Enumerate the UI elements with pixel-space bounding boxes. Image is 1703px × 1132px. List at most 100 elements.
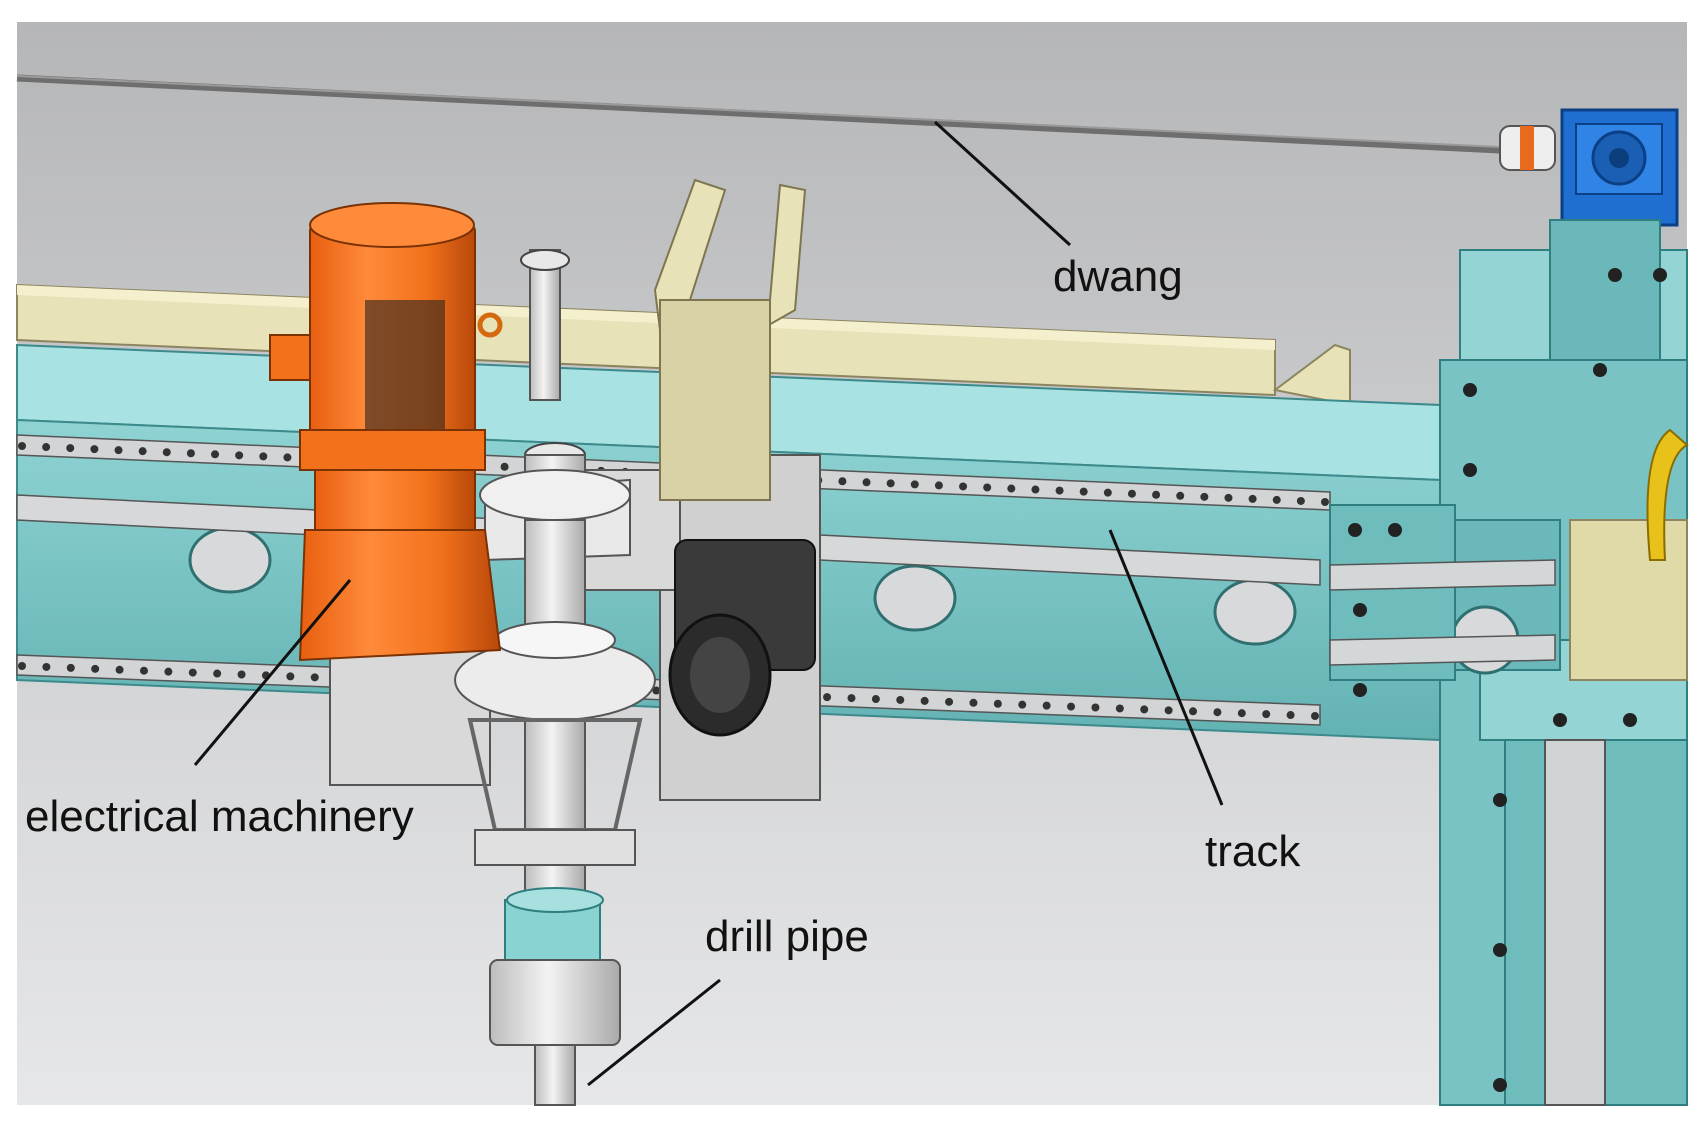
frame-bolt	[1608, 268, 1622, 282]
leader-line-electrical-machinery	[193, 579, 352, 766]
gearbox-blue	[1560, 108, 1679, 227]
rack-tooth	[1042, 701, 1051, 710]
frame-bolt	[1553, 713, 1567, 727]
frame-bolts	[1348, 268, 1667, 1092]
rack-tooth	[1213, 708, 1222, 717]
rack-tooth	[286, 672, 295, 681]
rack-tooth	[934, 481, 943, 490]
rack-tooth	[259, 452, 268, 461]
rack-tooth	[90, 445, 99, 454]
rack-tooth	[237, 670, 246, 679]
frame-bolt	[1493, 793, 1507, 807]
rack-tooth	[1262, 710, 1271, 719]
leader-line-drill-pipe	[587, 978, 721, 1087]
rack-tooth	[983, 483, 992, 492]
rack-tooth	[1296, 496, 1305, 505]
rack-tooth	[213, 669, 222, 678]
rack-tooth	[1286, 711, 1295, 720]
rack-tooth	[162, 448, 171, 457]
rack-tooth	[920, 696, 929, 705]
leader-line-dwang	[933, 120, 1072, 247]
rack-tooth	[1237, 709, 1246, 718]
rack-tooth	[1200, 492, 1209, 501]
frame-bolt	[1388, 523, 1402, 537]
right-column-frame	[1329, 219, 1689, 1106]
rack-tooth	[211, 450, 220, 459]
rack-tooth	[886, 479, 895, 488]
frame-bolt	[1353, 603, 1367, 617]
rack-tooth	[959, 482, 968, 491]
frame-bolt	[1623, 713, 1637, 727]
rack-tooth	[1189, 707, 1198, 716]
rack-tooth	[1248, 494, 1257, 503]
rack-tooth	[993, 699, 1002, 708]
dwang-rod	[16, 74, 1556, 171]
rack-tooth	[139, 666, 148, 675]
frame-bolt	[1593, 363, 1607, 377]
rack-tooth	[91, 664, 100, 673]
rack-tooth	[235, 451, 244, 460]
rack-tooth	[1067, 702, 1076, 711]
rack-tooth	[945, 697, 954, 706]
rack-tooth	[862, 478, 871, 487]
rack-tooth	[1272, 495, 1281, 504]
rack-tooth	[871, 695, 880, 704]
frame-bolt	[1463, 383, 1477, 397]
rack-tooth	[1079, 487, 1088, 496]
frame-bolt	[1353, 683, 1367, 697]
leader-lines	[193, 120, 1224, 1087]
rack-tooth	[500, 462, 509, 471]
frame-bolt	[1493, 1078, 1507, 1092]
rack-tooth	[1311, 712, 1319, 720]
rack-tooth	[1127, 489, 1136, 498]
rack-tooth	[66, 444, 75, 453]
rack-tooth	[164, 667, 173, 676]
rack-tooth	[283, 453, 292, 462]
rack-tooth	[652, 686, 661, 695]
rack-tooth	[310, 673, 319, 682]
rack-tooth	[1321, 498, 1329, 506]
rack-tooth	[138, 447, 147, 456]
rack-tooth	[18, 442, 26, 450]
side-motor	[668, 539, 816, 737]
rack-tooth	[1176, 491, 1185, 500]
frame-bolt	[1463, 463, 1477, 477]
rack-tooth	[1018, 700, 1027, 709]
rack-tooth	[1103, 488, 1112, 497]
rack-tooth	[188, 668, 197, 677]
label-track: track	[1205, 827, 1301, 876]
rack-tooth	[186, 449, 195, 458]
label-dwang: dwang	[1053, 252, 1183, 301]
rack-tooth	[66, 663, 75, 672]
rack-tooth	[1152, 490, 1161, 499]
rack-tooth	[847, 694, 856, 703]
rack-tooth	[1164, 706, 1173, 715]
rack-tooth	[1224, 493, 1233, 502]
orange-motor	[269, 202, 503, 662]
rack-tooth	[1091, 703, 1100, 712]
rack-tooth	[896, 695, 905, 704]
rack-tooth	[1007, 484, 1016, 493]
label-drill-pipe: drill pipe	[705, 912, 869, 961]
leader-line-track	[1108, 529, 1224, 806]
rack-tooth	[1115, 704, 1124, 713]
rack-tooth	[1031, 485, 1040, 494]
frame-bolt	[1653, 268, 1667, 282]
rack-tooth	[114, 446, 123, 455]
rack-tooth	[42, 443, 51, 452]
frame-bolt	[1493, 943, 1507, 957]
frame-bolt	[1348, 523, 1362, 537]
rack-tooth	[823, 693, 832, 702]
rack-tooth	[42, 662, 51, 671]
label-electrical-machinery: electrical machinery	[25, 792, 414, 841]
rack-tooth	[115, 665, 124, 674]
cream-bracket	[653, 178, 807, 501]
rack-tooth	[910, 480, 919, 489]
rack-tooth	[969, 698, 978, 707]
rack-tooth	[18, 662, 26, 670]
spindle-assembly	[454, 249, 656, 1106]
rack-tooth	[1055, 486, 1064, 495]
rack-tooth	[1140, 705, 1149, 714]
